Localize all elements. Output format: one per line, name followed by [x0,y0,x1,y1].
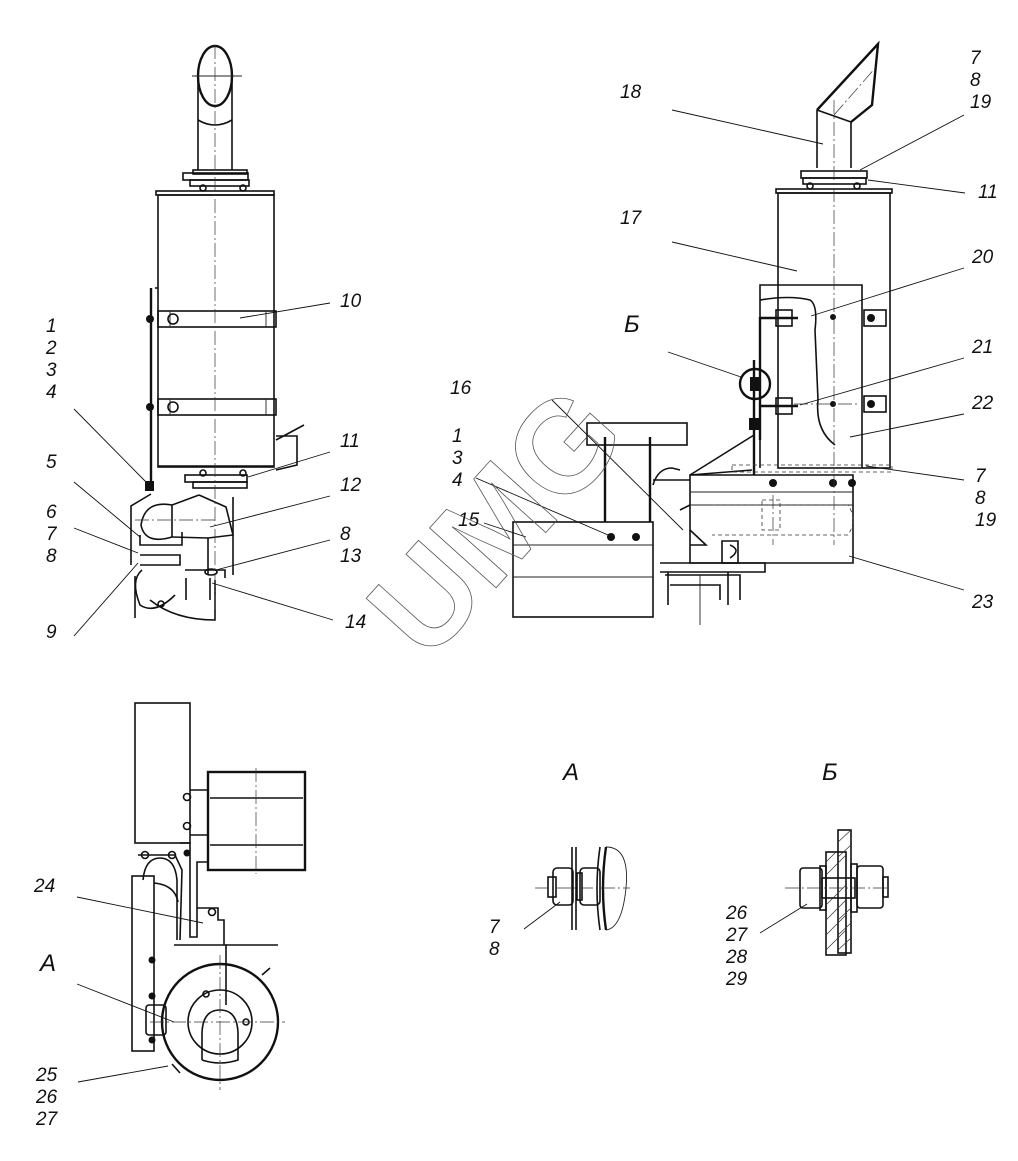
callout-7-8-19-top: 7 8 19 [970,48,992,113]
callout-detail-a-ref: A [40,950,57,977]
callout-8-13: 8 13 [340,524,362,567]
callout-5: 5 [46,452,57,473]
callout-18: 18 [620,82,642,103]
callout-16: 16 [450,378,472,399]
front-view [73,44,334,637]
detail-a-title: A [563,759,580,786]
detail-b-view [759,829,890,956]
callout-detail-a-7-8: 7 8 [489,917,500,960]
callout-15: 15 [458,510,480,531]
callout-detail-b-26-29: 26 27 28 29 [726,903,748,990]
front-tailpipe [192,44,242,170]
callout-25-27: 25 26 27 [36,1065,58,1130]
side-lower-assembly [660,434,893,625]
front-elbow [134,469,248,621]
detail-b-hatching [825,829,852,951]
callout-24: 24 [34,876,56,897]
callout-1-4: 1 2 3 4 [46,316,57,403]
side-mount-plate [758,284,887,468]
callout-1-3-4: 1 3 4 [452,426,463,491]
callout-17: 17 [620,208,642,229]
front-clamp-lower [146,398,277,416]
side-box-15 [512,422,690,618]
side-view [475,40,966,625]
callout-6-8: 6 7 8 [46,502,57,567]
detail-b-title: Б [822,759,838,786]
side-tailpipe [816,40,880,168]
callout-20: 20 [972,247,994,268]
callout-detail-b-ref: Б [624,311,640,338]
plan-view [76,702,307,1090]
front-clamp-upper [146,310,277,328]
front-muffler-body [155,190,275,468]
callout-12: 12 [340,475,362,496]
detail-a-view [523,846,630,931]
callout-7-8-19-bot: 7 8 19 [975,466,997,531]
detail-b-marker [738,360,772,475]
callout-21: 21 [972,337,994,358]
callout-11: 11 [340,431,360,452]
callout-10: 10 [340,291,362,312]
front-top-flange [182,169,250,192]
callout-14: 14 [345,612,367,633]
front-bracket [130,287,158,618]
callout-9: 9 [46,622,57,643]
callout-11-side: 11 [978,182,998,203]
side-leaders [475,109,966,591]
callout-23: 23 [972,592,994,613]
front-leaders [73,302,334,637]
callout-22: 22 [972,393,994,414]
